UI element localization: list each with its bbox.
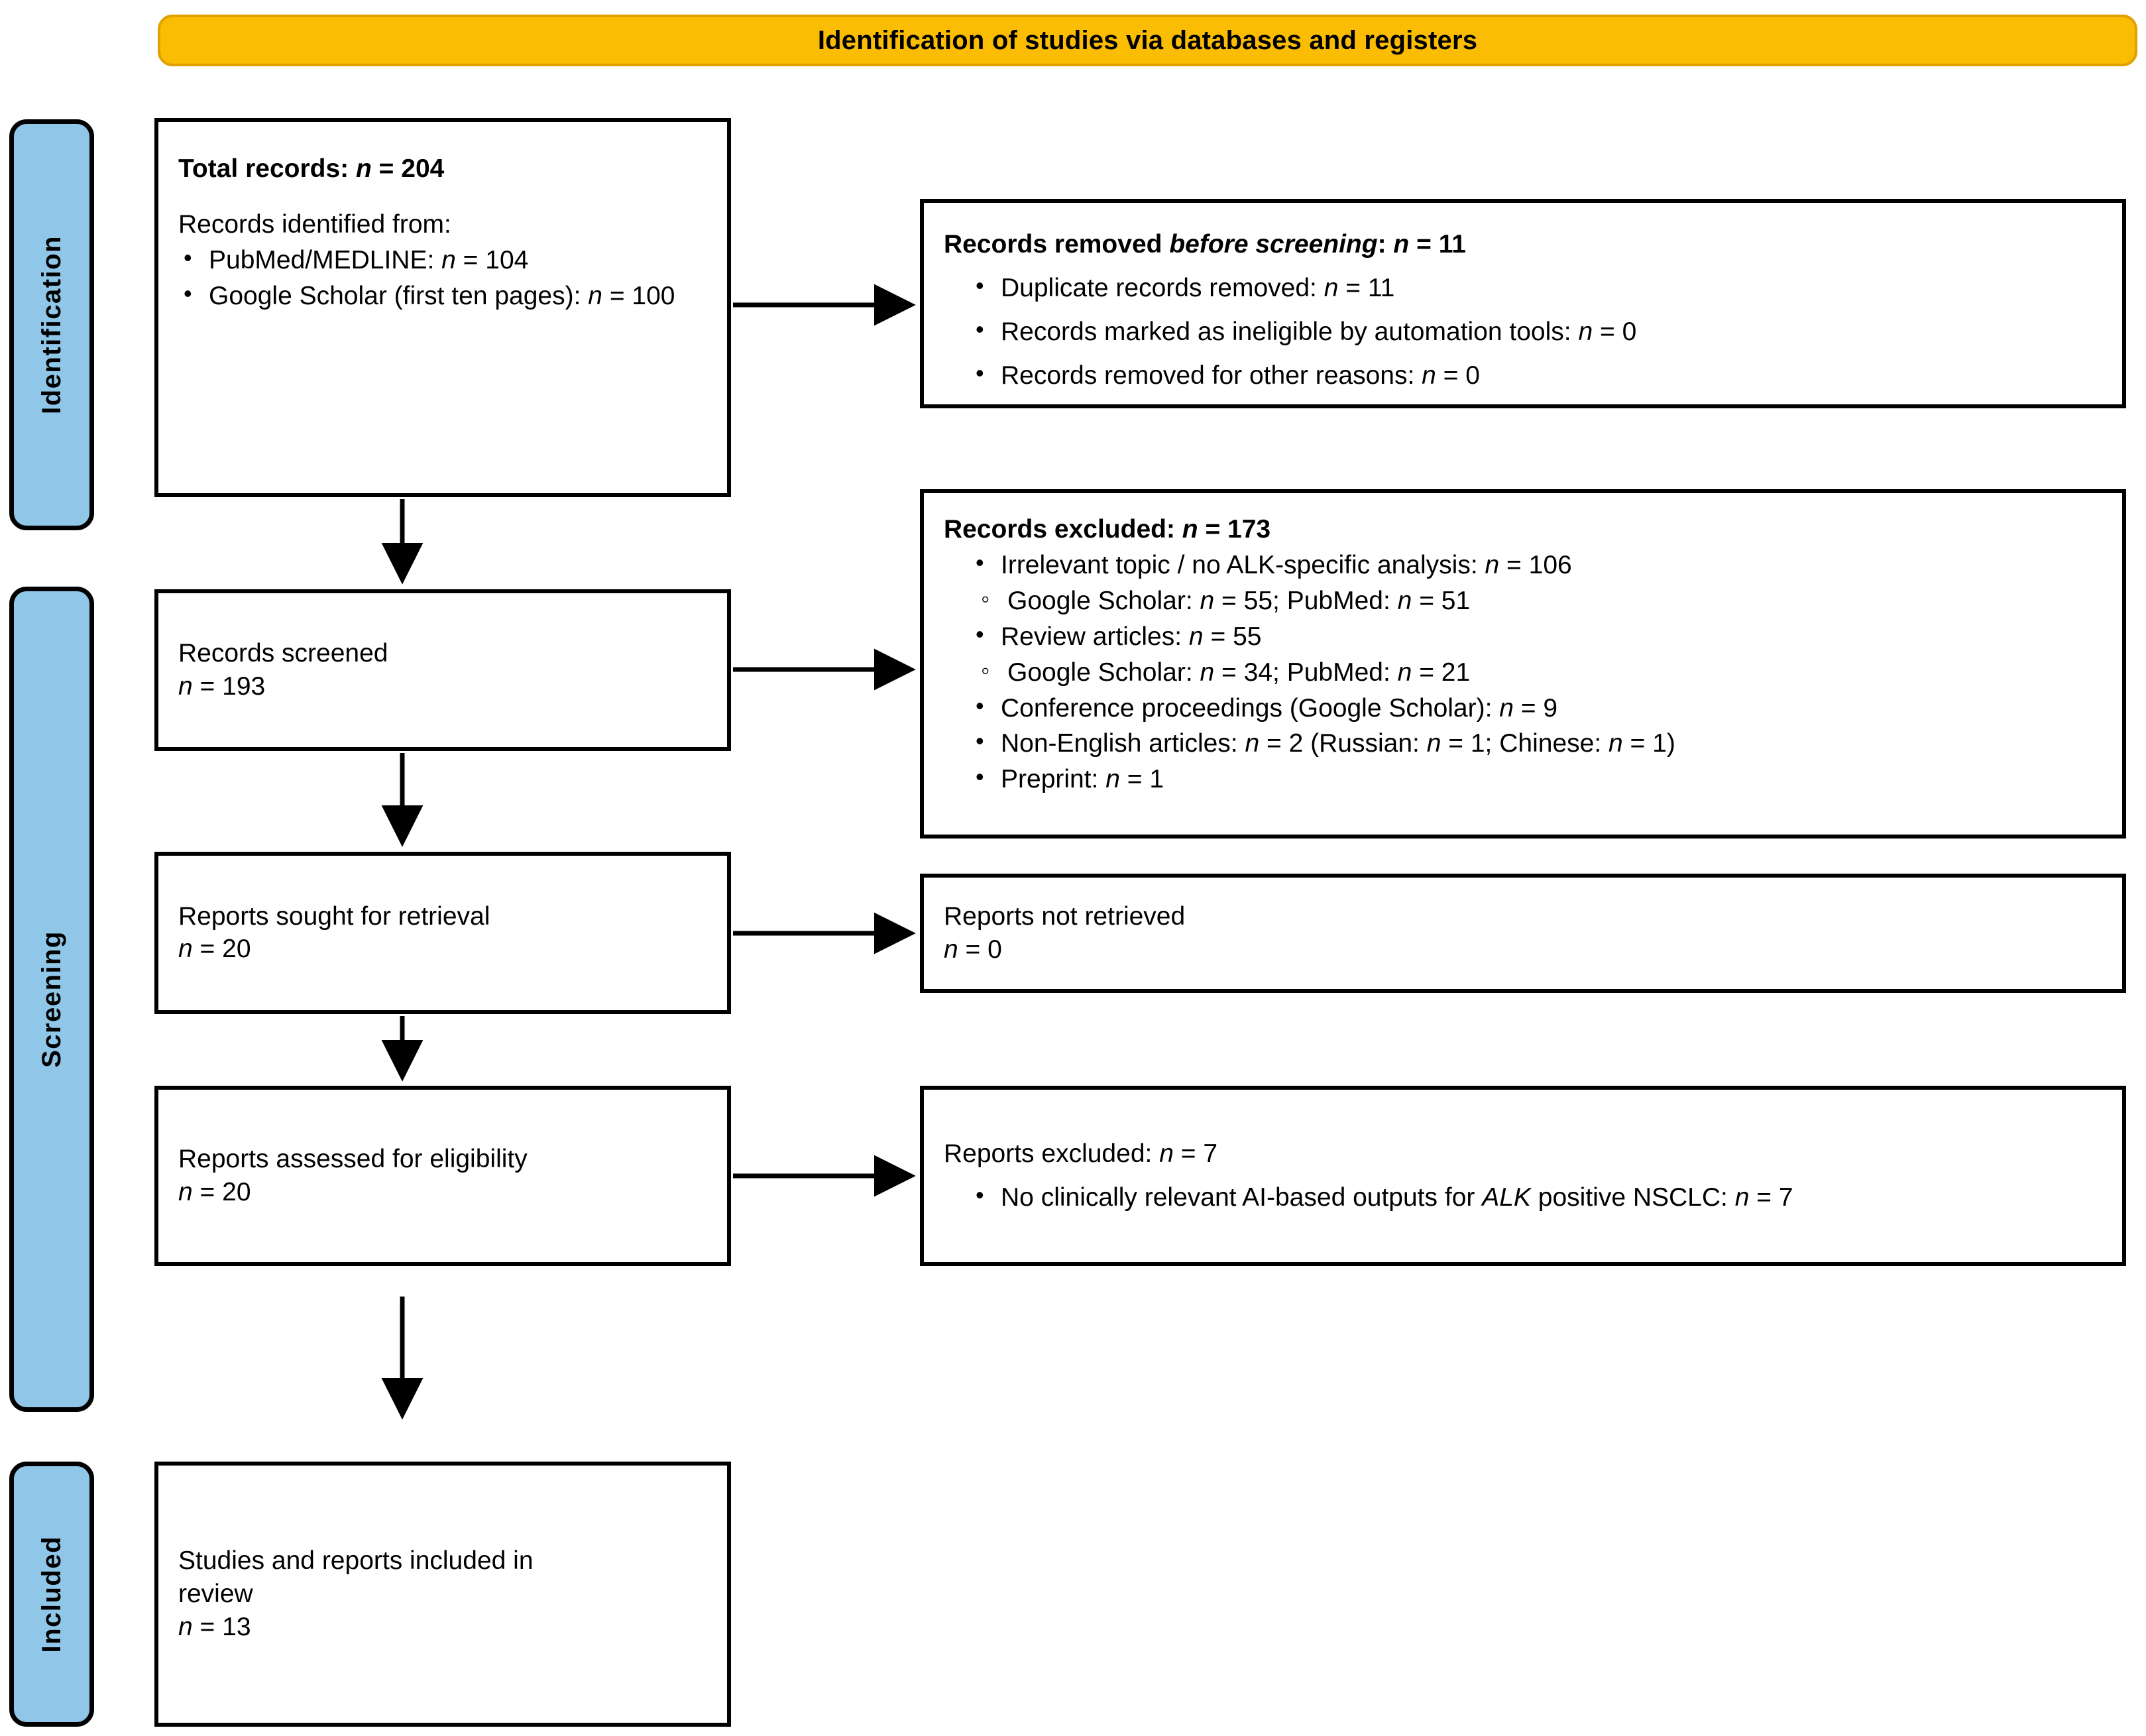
box-records-removed-before-screening: Records removed before screening: n = 11…: [920, 199, 2126, 408]
diagram-title: Identification of studies via databases …: [817, 25, 1478, 55]
stage-label-included: Included: [9, 1462, 94, 1727]
reports-not-retrieved-label: Reports not retrieved: [944, 902, 1186, 931]
records-excluded-heading: Records excluded: n = 173: [944, 515, 1271, 544]
stage-label-identification: Identification: [9, 119, 94, 530]
list-item: Duplicate records removed: n = 11: [970, 270, 2106, 305]
reports-excluded-heading: Reports excluded: n = 7: [944, 1139, 1218, 1169]
stage-label-screening: Screening: [9, 587, 94, 1412]
studies-included-line2: review: [178, 1580, 253, 1609]
box-records-excluded: Records excluded: n = 173 Irrelevant top…: [920, 489, 2126, 839]
records-removed-heading: Records removed before screening: n = 11: [944, 230, 1466, 259]
list-item: No clinically relevant AI-based outputs …: [970, 1180, 2106, 1214]
diagram-header-banner: Identification of studies via databases …: [158, 15, 2137, 66]
list-item: Google Scholar: n = 34; PubMed: n = 21: [977, 655, 2106, 689]
records-screened-label: Records screened: [178, 639, 388, 668]
box-records-screened: Records screened n = 193: [154, 589, 731, 751]
reports-assessed-count: n = 20: [178, 1178, 251, 1206]
list-item: Preprint: n = 1: [970, 762, 2106, 796]
box-reports-assessed-for-eligibility: Reports assessed for eligibility n = 20: [154, 1086, 731, 1266]
reports-assessed-label: Reports assessed for eligibility: [178, 1145, 528, 1174]
records-removed-list: Duplicate records removed: n = 11 Record…: [944, 270, 2106, 392]
list-item: Google Scholar: n = 55; PubMed: n = 51: [977, 583, 2106, 618]
records-excluded-list: Irrelevant topic / no ALK-specific analy…: [944, 548, 2106, 796]
studies-included-count: n = 13: [178, 1612, 251, 1641]
list-item: Records removed for other reasons: n = 0: [970, 358, 2106, 392]
list-item: Non-English articles: n = 2 (Russian: n …: [970, 726, 2106, 760]
records-identified-subheading: Records identified from:: [178, 209, 451, 239]
box-reports-not-retrieved: Reports not retrieved n = 0: [920, 874, 2126, 993]
records-screened-count: n = 193: [178, 672, 266, 701]
box-reports-sought-for-retrieval: Reports sought for retrieval n = 20: [154, 852, 731, 1014]
studies-included-line1: Studies and reports included in: [178, 1546, 534, 1576]
list-item: Review articles: n = 55: [970, 619, 2106, 654]
list-item: Irrelevant topic / no ALK-specific analy…: [970, 548, 2106, 582]
list-item: Records marked as ineligible by automati…: [970, 314, 2106, 349]
stage-label-screening-text: Screening: [36, 931, 66, 1068]
box-studies-included-in-review: Studies and reports included in review n…: [154, 1462, 731, 1727]
reports-sought-label: Reports sought for retrieval: [178, 901, 490, 931]
box-reports-excluded: Reports excluded: n = 7 No clinically re…: [920, 1086, 2126, 1266]
reports-sought-count: n = 20: [178, 935, 251, 964]
stage-label-identification-text: Identification: [36, 235, 66, 414]
records-identified-source-list: PubMed/MEDLINE: n = 104 Google Scholar (…: [178, 243, 711, 313]
list-item: Google Scholar (first ten pages): n = 10…: [178, 278, 711, 313]
reports-excluded-list: No clinically relevant AI-based outputs …: [944, 1180, 2106, 1214]
box-records-identified: Total records: n = 204 Records identifie…: [154, 118, 731, 497]
reports-not-retrieved-count: n = 0: [944, 935, 1002, 964]
records-identified-total: Total records: n = 204: [178, 154, 445, 183]
list-item: PubMed/MEDLINE: n = 104: [178, 243, 711, 277]
list-item: Conference proceedings (Google Scholar):…: [970, 691, 2106, 725]
stage-label-included-text: Included: [36, 1535, 66, 1653]
